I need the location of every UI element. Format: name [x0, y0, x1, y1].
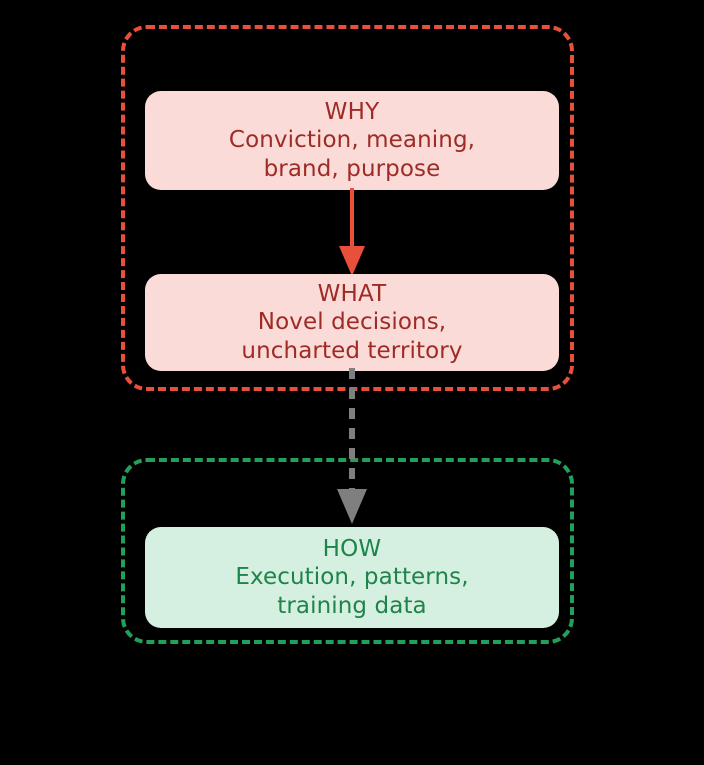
node-how-description-line2: training data [277, 592, 427, 619]
node-why-description-line2: brand, purpose [263, 155, 441, 182]
edge-what-to-how-arrowhead-icon [337, 489, 367, 524]
node-how[interactable]: HOW Execution, patterns, training data [145, 527, 559, 628]
node-why[interactable]: WHY Conviction, meaning, brand, purpose [145, 91, 559, 190]
edge-what-to-how [337, 368, 367, 524]
group-container-how [121, 458, 574, 644]
node-what-title: WHAT [317, 281, 387, 308]
node-why-description-line1: Conviction, meaning, [228, 127, 476, 154]
node-what[interactable]: WHAT Novel decisions, uncharted territor… [145, 274, 559, 371]
node-how-description-line1: Execution, patterns, [235, 564, 469, 591]
edge-why-to-what-arrowhead-icon [339, 246, 365, 276]
node-how-title: HOW [322, 536, 382, 563]
node-what-description-line2: uncharted territory [241, 337, 463, 364]
group-container-why-what [121, 25, 574, 391]
node-why-title: WHY [324, 99, 380, 126]
node-what-description-line1: Novel decisions, [257, 309, 447, 336]
edge-why-to-what [339, 188, 365, 276]
